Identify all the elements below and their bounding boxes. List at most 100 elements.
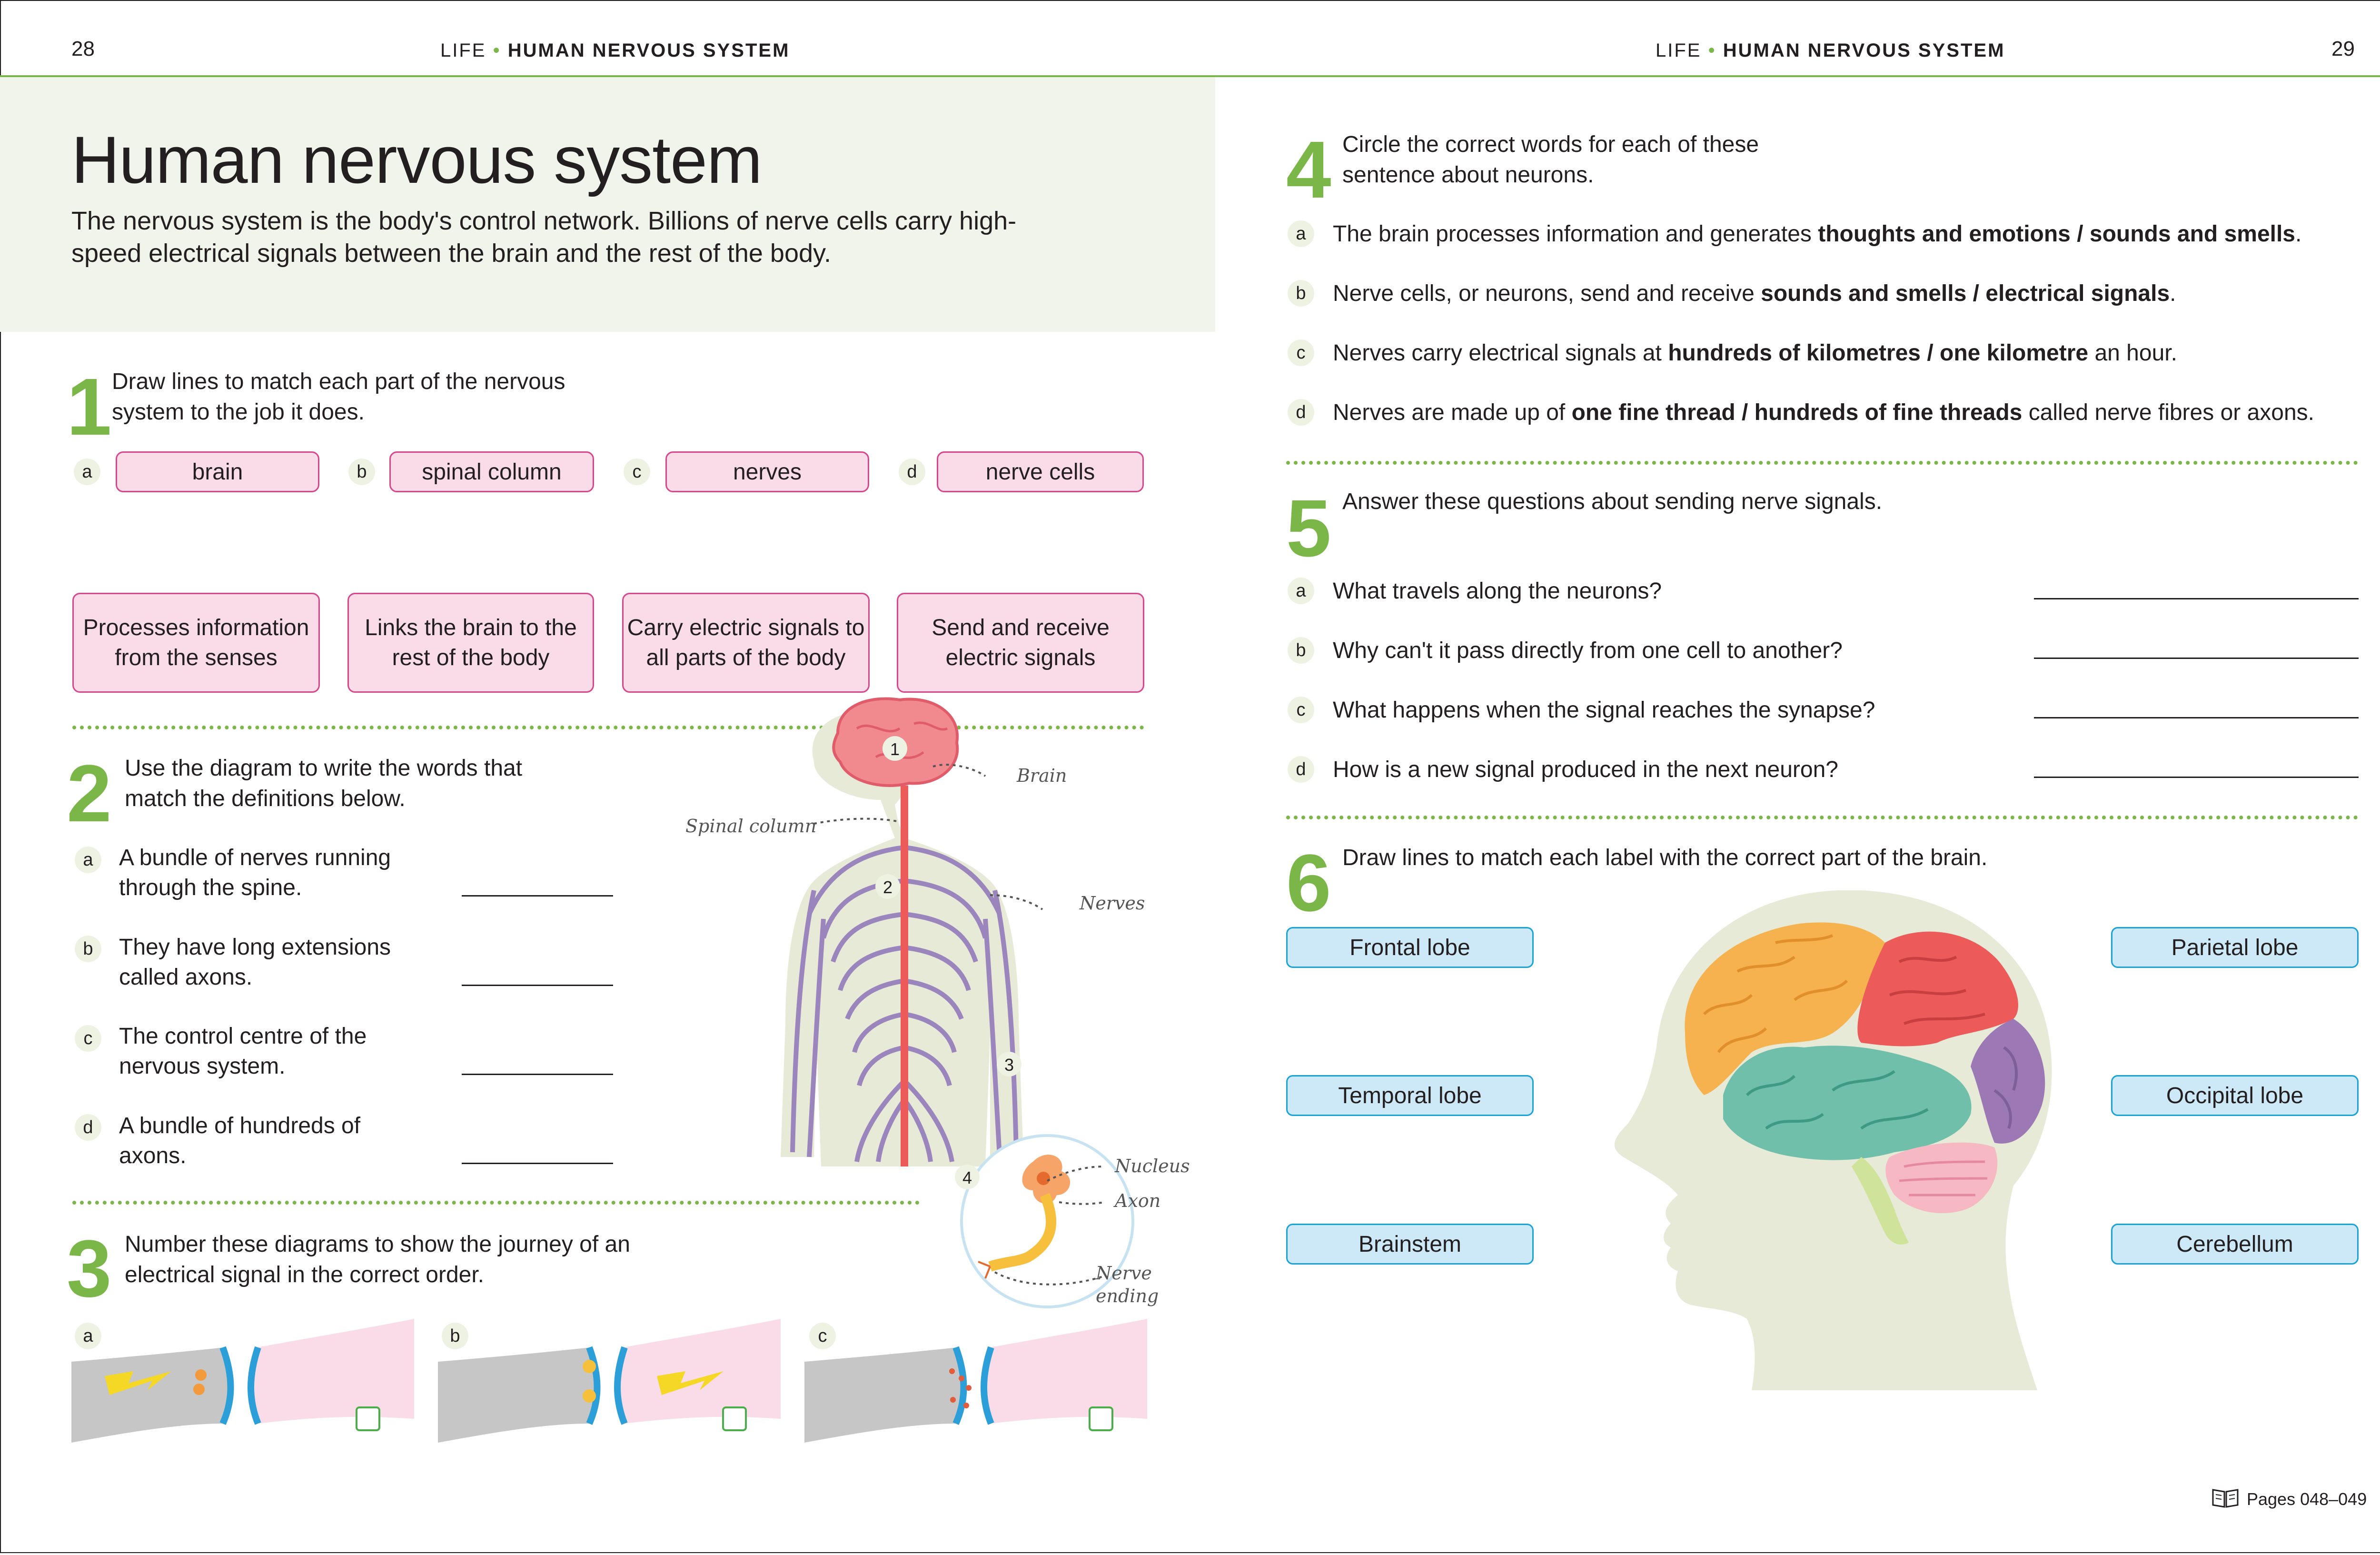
part-nerve-cells[interactable]: nerve cells bbox=[937, 451, 1144, 492]
q1-letter-c: c bbox=[624, 459, 650, 485]
question-6-number: 6 bbox=[1286, 838, 1331, 928]
section-divider bbox=[1286, 816, 2358, 819]
part-brain[interactable]: brain bbox=[116, 451, 319, 492]
q1-letter-b: b bbox=[348, 459, 375, 485]
q2-letter-c: c bbox=[75, 1025, 101, 1052]
label-axon: Axon bbox=[1113, 1190, 1160, 1211]
order-checkbox-b[interactable] bbox=[722, 1406, 747, 1431]
q2-item-d: A bundle of hundreds of axons. bbox=[119, 1113, 361, 1168]
q5-item-d: How is a new signal produced in the next… bbox=[1333, 757, 1838, 782]
question-1-number: 1 bbox=[67, 362, 112, 452]
job-links-brain[interactable]: Links the brain to the rest of the body bbox=[347, 593, 594, 693]
label-spinal-column: Spinal column bbox=[685, 816, 816, 837]
separator-dot: • bbox=[493, 40, 501, 61]
q5-item-b: Why can't it pass directly from one cell… bbox=[1333, 638, 1843, 663]
q2-item-a: A bundle of nerves running through the s… bbox=[119, 845, 391, 900]
synapse-diagram-c bbox=[804, 1319, 1147, 1443]
q3-letter-b: b bbox=[442, 1323, 468, 1349]
answer-line-5d[interactable] bbox=[2034, 777, 2359, 778]
section-title: HUMAN NERVOUS SYSTEM bbox=[507, 40, 790, 61]
header-rule bbox=[0, 75, 2380, 77]
q3-letter-c: c bbox=[809, 1323, 836, 1349]
choice-option[interactable]: hundreds of kilometres / one kilometre bbox=[1668, 340, 2089, 366]
order-checkbox-c[interactable] bbox=[1089, 1406, 1113, 1431]
question-3-number: 3 bbox=[67, 1224, 112, 1314]
right-running-header: LIFE • HUMAN NERVOUS SYSTEM bbox=[1656, 40, 2005, 61]
q5-letter-c: c bbox=[1288, 697, 1314, 723]
q5-letter-a: a bbox=[1288, 578, 1314, 604]
q2-item-b: They have long extensions called axons. bbox=[119, 935, 391, 990]
q4-item-c: Nerves carry electrical signals at hundr… bbox=[1333, 340, 2177, 366]
separator-dot: • bbox=[1708, 40, 1716, 61]
part-spinal-column[interactable]: spinal column bbox=[389, 451, 594, 492]
section-divider bbox=[72, 1201, 920, 1205]
answer-line-2b[interactable] bbox=[462, 985, 613, 986]
choice-option[interactable]: sounds and smells / electrical signals bbox=[1761, 281, 2170, 306]
job-processes-information[interactable]: Processes information from the senses bbox=[72, 593, 320, 693]
q4-letter-b: b bbox=[1288, 280, 1314, 307]
q4-letter-c: c bbox=[1288, 339, 1314, 366]
page-reference: Pages 048–049 bbox=[2247, 1489, 2367, 1509]
q4-letter-d: d bbox=[1288, 399, 1314, 426]
section-divider bbox=[1286, 461, 2358, 465]
answer-line-2a[interactable] bbox=[462, 895, 613, 897]
q4-item-d: Nerves are made up of one fine thread / … bbox=[1333, 400, 2314, 425]
q4-item-b: Nerve cells, or neurons, send and receiv… bbox=[1333, 281, 2176, 306]
job-send-receive[interactable]: Send and receive electric signals bbox=[897, 593, 1144, 693]
section-divider bbox=[72, 726, 1144, 729]
label-nerve-ending: Nerve ending bbox=[1096, 1263, 1159, 1306]
answer-line-2c[interactable] bbox=[462, 1074, 613, 1075]
page-title: Human nervous system bbox=[71, 122, 763, 197]
label-nucleus: Nucleus bbox=[1114, 1156, 1190, 1176]
q2-letter-b: b bbox=[75, 936, 101, 962]
question-2-prompt: Use the diagram to write the words that … bbox=[125, 756, 523, 811]
choice-option[interactable]: one fine thread / hundreds of fine threa… bbox=[1571, 400, 2023, 425]
diagram-marker-4: 4 bbox=[962, 1168, 972, 1187]
q5-item-a: What travels along the neurons? bbox=[1333, 578, 1662, 604]
part-nerves[interactable]: nerves bbox=[665, 451, 869, 492]
q4-item-a: The brain processes information and gene… bbox=[1333, 221, 2302, 247]
answer-line-5a[interactable] bbox=[2034, 598, 2359, 599]
answer-line-5c[interactable] bbox=[2034, 717, 2359, 718]
label-parietal-lobe[interactable]: Parietal lobe bbox=[2111, 927, 2359, 968]
q5-letter-b: b bbox=[1288, 637, 1314, 664]
q3-letter-a: a bbox=[75, 1323, 101, 1349]
question-4-prompt: Circle the correct words for each of the… bbox=[1342, 132, 1759, 188]
synapse-diagram-b bbox=[438, 1319, 781, 1443]
q4-letter-a: a bbox=[1288, 220, 1314, 247]
question-4-number: 4 bbox=[1286, 125, 1331, 215]
label-occipital-lobe[interactable]: Occipital lobe bbox=[2111, 1075, 2359, 1116]
brain-head-diagram bbox=[1615, 890, 2052, 1390]
q5-letter-d: d bbox=[1288, 756, 1314, 783]
left-page-number: 28 bbox=[71, 37, 95, 60]
label-frontal-lobe[interactable]: Frontal lobe bbox=[1286, 927, 1534, 968]
q2-letter-a: a bbox=[75, 847, 101, 873]
q1-letter-a: a bbox=[74, 459, 100, 485]
label-cerebellum[interactable]: Cerebellum bbox=[2111, 1224, 2359, 1265]
answer-line-5b[interactable] bbox=[2034, 658, 2359, 659]
choice-option[interactable]: thoughts and emotions / sounds and smell… bbox=[1818, 221, 2295, 247]
label-brainstem[interactable]: Brainstem bbox=[1286, 1224, 1534, 1265]
left-running-header: LIFE • HUMAN NERVOUS SYSTEM bbox=[440, 40, 790, 61]
nervous-system-diagram: 1 2 3 Brain Spinal column Nerves 4 Nucle… bbox=[685, 697, 1190, 1308]
order-checkbox-a[interactable] bbox=[356, 1406, 380, 1431]
question-2-number: 2 bbox=[67, 748, 112, 839]
synapse-diagram-a bbox=[71, 1319, 414, 1443]
label-temporal-lobe[interactable]: Temporal lobe bbox=[1286, 1075, 1534, 1116]
diagram-marker-1: 1 bbox=[890, 739, 900, 759]
question-1-prompt: Draw lines to match each part of the ner… bbox=[112, 369, 565, 425]
intro-text: The nervous system is the body's control… bbox=[71, 207, 1017, 268]
q1-letter-d: d bbox=[899, 459, 925, 485]
question-5-number: 5 bbox=[1286, 483, 1331, 574]
section-prefix: LIFE bbox=[440, 40, 486, 61]
label-brain: Brain bbox=[1016, 765, 1067, 786]
q5-item-c: What happens when the signal reaches the… bbox=[1333, 698, 1875, 723]
q2-item-c: The control centre of the nervous system… bbox=[119, 1024, 367, 1079]
label-nerves: Nerves bbox=[1079, 893, 1145, 914]
book-icon bbox=[2212, 1489, 2239, 1508]
answer-line-2d[interactable] bbox=[462, 1163, 613, 1164]
section-title: HUMAN NERVOUS SYSTEM bbox=[1723, 40, 2005, 61]
question-6-prompt: Draw lines to match each label with the … bbox=[1342, 845, 1988, 870]
job-carry-signals[interactable]: Carry electric signals to all parts of t… bbox=[622, 593, 870, 693]
